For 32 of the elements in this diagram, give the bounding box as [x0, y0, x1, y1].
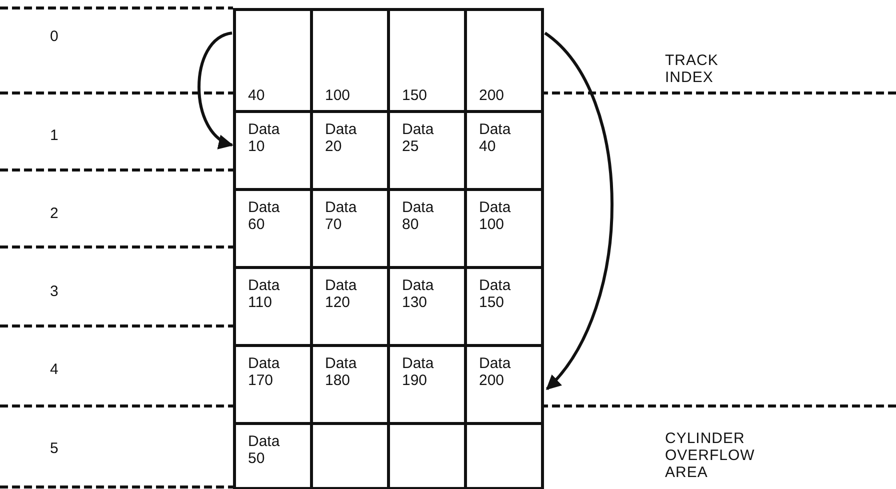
track-number: 5 — [50, 440, 58, 457]
cell-text: Data 25 — [402, 121, 434, 155]
track-number: 4 — [50, 361, 58, 378]
cell-text: Data 70 — [325, 199, 357, 233]
track-number: 3 — [50, 283, 58, 300]
cell-text: Data 200 — [479, 355, 511, 389]
curved-arrow — [198, 32, 234, 147]
cell-text: Data 20 — [325, 121, 357, 155]
cell-text: Data 80 — [402, 199, 434, 233]
cell-text: 200 — [479, 87, 504, 104]
cell-text: Data 150 — [479, 277, 511, 311]
table-cell — [233, 422, 313, 489]
cell-text: Data 110 — [248, 277, 280, 311]
curved-arrow — [544, 32, 614, 390]
cell-text: Data 180 — [325, 355, 357, 389]
track-number: 1 — [50, 127, 58, 144]
cell-text: Data 10 — [248, 121, 280, 155]
cell-text: Data 40 — [479, 121, 511, 155]
cell-text: Data 100 — [479, 199, 511, 233]
table-cell — [233, 8, 313, 113]
cell-text: Data 170 — [248, 355, 280, 389]
track-number: 2 — [50, 205, 58, 222]
cell-text: 40 — [248, 87, 265, 104]
cell-text: Data 130 — [402, 277, 434, 311]
cell-text: Data 120 — [325, 277, 357, 311]
cell-text: Data 50 — [248, 433, 280, 467]
cell-text: Data 190 — [402, 355, 434, 389]
track-number: 0 — [50, 28, 58, 45]
cell-text: 150 — [402, 87, 428, 104]
cell-text: Data 60 — [248, 199, 280, 233]
table-cell — [464, 8, 544, 113]
cell-text: 100 — [325, 87, 350, 104]
